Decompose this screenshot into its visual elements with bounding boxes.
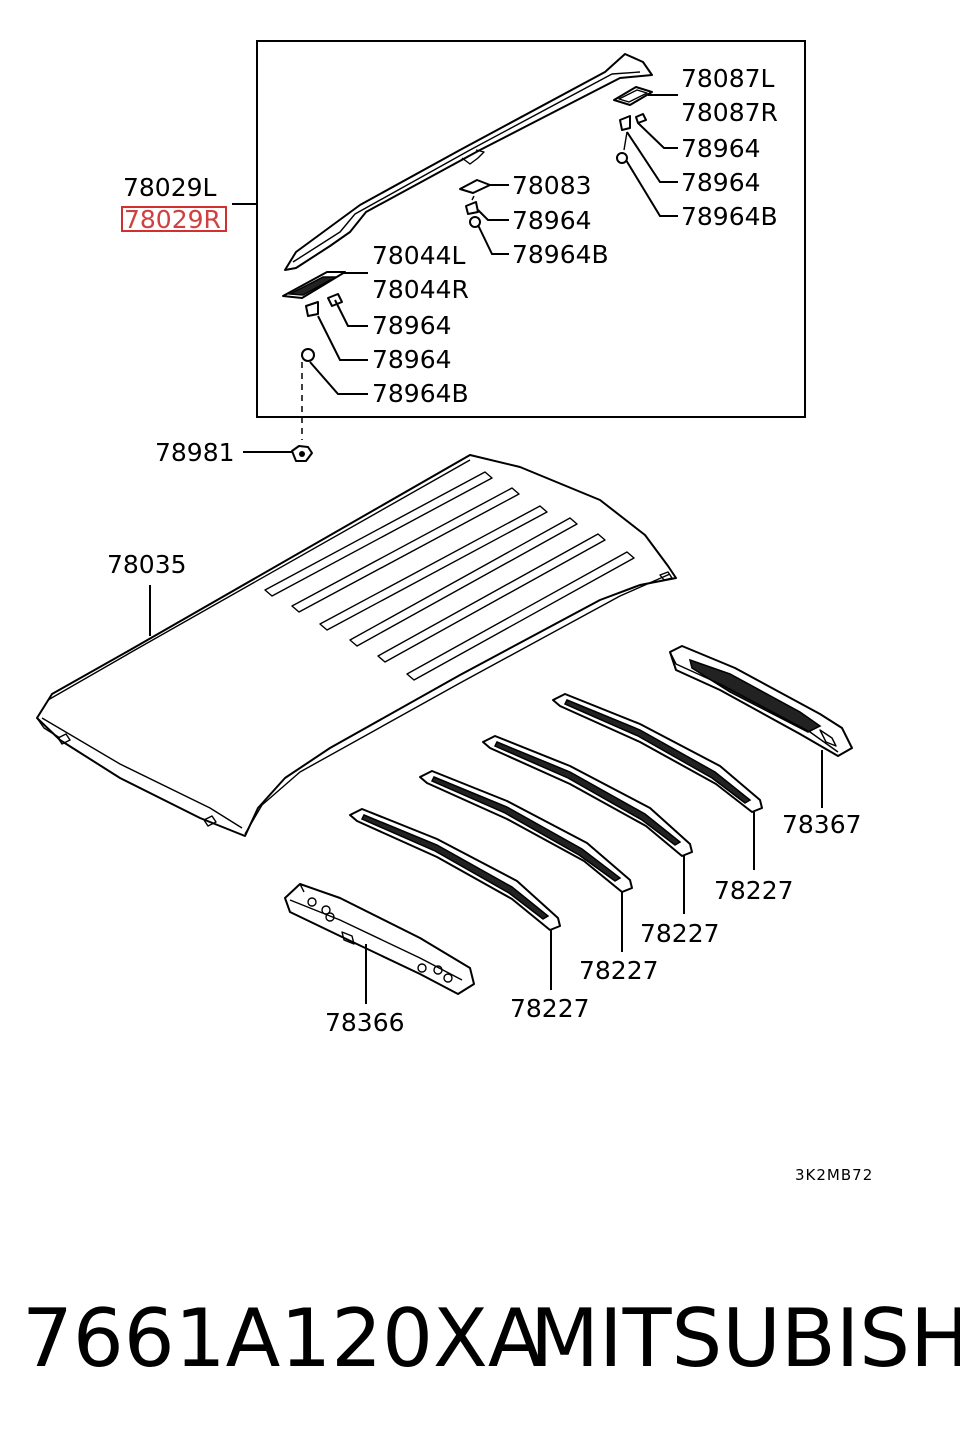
- label-rail-right[interactable]: 78029R: [124, 205, 221, 234]
- diagram-code: 3K2MB72: [795, 1166, 873, 1184]
- label-front-clip-b: 78964: [372, 345, 452, 374]
- leader-78964B-m: [477, 224, 509, 255]
- rear-clip-a[interactable]: [619, 115, 631, 131]
- leader-78964-r1: [637, 122, 678, 149]
- label-nut: 78981: [155, 438, 235, 467]
- rear-end-cap[interactable]: [613, 86, 653, 106]
- leader-78964-r2: [626, 131, 678, 183]
- roof-panel[interactable]: [36, 454, 677, 837]
- rear-clip-c[interactable]: [616, 152, 628, 164]
- label-front-clip-a: 78964: [372, 311, 452, 340]
- mid-pad[interactable]: [459, 179, 491, 194]
- footer-brand: MITSUBISHI: [530, 1292, 960, 1385]
- label-rail-left: 78029L: [123, 173, 217, 202]
- footer-part-number: 7661A120XA: [22, 1292, 543, 1385]
- roof-rail[interactable]: [284, 53, 653, 271]
- label-end-clip-b: 78964: [681, 168, 761, 197]
- label-end-cap-left: 78087L: [681, 64, 775, 93]
- label-bow-2: 78227: [579, 956, 659, 985]
- label-rear-header: 78367: [782, 810, 862, 839]
- leader-78964-f1: [334, 299, 368, 327]
- label-bow-1: 78227: [510, 994, 590, 1023]
- roof-bow-1[interactable]: [349, 808, 561, 931]
- leader-78964B-r: [625, 159, 678, 217]
- label-bow-4: 78227: [714, 876, 794, 905]
- leader-78964-f2: [317, 315, 368, 361]
- roof-bow-2[interactable]: [419, 770, 633, 893]
- mid-clip-b[interactable]: [469, 216, 481, 228]
- label-mid-pad: 78083: [512, 171, 592, 200]
- roof-bow-4[interactable]: [552, 693, 763, 813]
- label-front-header: 78366: [325, 1008, 405, 1037]
- leader-78964B-f: [309, 361, 368, 395]
- mid-clip-a[interactable]: [465, 195, 479, 215]
- label-bow-3: 78227: [640, 919, 720, 948]
- front-clip-a[interactable]: [305, 301, 319, 317]
- label-end-clip-a: 78964: [681, 134, 761, 163]
- highlight-box: [121, 206, 227, 232]
- rail-nut[interactable]: [291, 445, 313, 462]
- label-front-cap-right: 78044R: [372, 275, 469, 304]
- label-mid-clip-b: 78964B: [512, 240, 609, 269]
- label-mid-clip-a: 78964: [512, 206, 592, 235]
- rear-clip-b[interactable]: [635, 113, 647, 124]
- front-clip-c[interactable]: [301, 348, 315, 362]
- front-header[interactable]: [284, 883, 475, 995]
- label-front-cap-left: 78044L: [372, 241, 466, 270]
- rear-header[interactable]: [669, 645, 853, 757]
- roof-bow-3[interactable]: [482, 735, 693, 857]
- rail-assembly-box: [256, 40, 806, 418]
- label-end-cap-right: 78087R: [681, 98, 778, 127]
- label-roof-panel: 78035: [107, 550, 187, 579]
- label-front-clip-c: 78964B: [372, 379, 469, 408]
- label-end-clip-c: 78964B: [681, 202, 778, 231]
- leader-78964-m: [477, 209, 509, 221]
